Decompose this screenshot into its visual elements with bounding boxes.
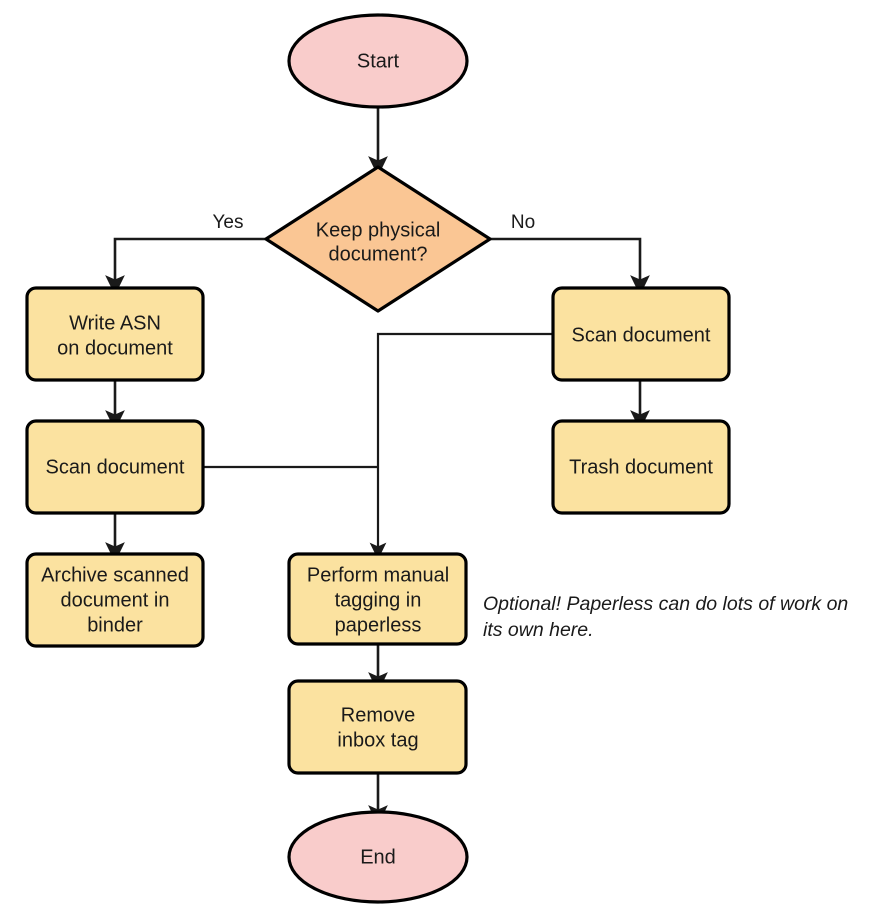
- node-perform-manual-tagging[interactable]: Perform manual tagging in paperless: [287, 552, 468, 646]
- scan-left-rect-shape: [25, 419, 205, 515]
- start-label: Start: [357, 50, 400, 72]
- archive-rect-shape: [25, 552, 205, 648]
- node-end[interactable]: End: [287, 810, 469, 904]
- annotation-line2: its own here.: [483, 619, 594, 641]
- write-asn-label-line1: Write ASN: [69, 312, 161, 334]
- scan-right-label: Scan document: [572, 324, 711, 346]
- tagging-label-line2: tagging in: [335, 589, 422, 611]
- node-write-asn[interactable]: Write ASN on document: [25, 286, 205, 382]
- node-remove-inbox-tag[interactable]: Remove inbox tag: [287, 679, 468, 775]
- annotation-optional-note: Optional! Paperless can do lots of work …: [483, 593, 848, 641]
- end-ellipse-shape: [287, 810, 469, 904]
- write-asn-label-line2: on document: [57, 337, 173, 359]
- annotation-line1: Optional! Paperless can do lots of work …: [483, 593, 848, 615]
- tagging-label-line3: paperless: [335, 614, 422, 636]
- edge-scan-right-to-tagging: [369, 332, 553, 560]
- node-decision-keep-physical-document[interactable]: Keep physical document?: [264, 165, 492, 313]
- decision-diamond-shape: [264, 165, 492, 313]
- trash-rect-shape: [551, 419, 731, 515]
- archive-label-line2: document in: [61, 589, 170, 611]
- edge-label-yes: Yes: [213, 212, 244, 233]
- tagging-label-line1: Perform manual: [307, 564, 449, 586]
- edge-decision-no-to-scan-right: [490, 237, 650, 296]
- node-scan-document-right[interactable]: Scan document: [551, 286, 731, 382]
- decision-label-line2: document?: [329, 243, 428, 265]
- archive-label-line3: binder: [87, 614, 143, 636]
- scan-left-label: Scan document: [46, 456, 185, 478]
- remove-inbox-rect-shape: [287, 679, 468, 775]
- scan-right-rect-shape: [551, 286, 731, 382]
- edge-label-no: No: [511, 212, 535, 233]
- end-label: End: [360, 846, 396, 868]
- write-asn-rect-shape: [25, 286, 205, 382]
- node-scan-document-left[interactable]: Scan document: [25, 419, 205, 515]
- node-trash-document[interactable]: Trash document: [551, 419, 731, 515]
- edge-decision-yes-to-write-asn: [105, 237, 266, 296]
- start-ellipse-shape: [287, 13, 469, 109]
- archive-label-line1: Archive scanned: [41, 564, 189, 586]
- trash-label: Trash document: [569, 456, 713, 478]
- tagging-rect-shape: [287, 552, 468, 646]
- remove-inbox-label-line1: Remove: [341, 704, 415, 726]
- remove-inbox-label-line2: inbox tag: [337, 729, 418, 751]
- decision-label-line1: Keep physical: [316, 219, 441, 241]
- node-start[interactable]: Start: [287, 13, 469, 109]
- node-archive-scanned-document[interactable]: Archive scanned document in binder: [25, 552, 205, 648]
